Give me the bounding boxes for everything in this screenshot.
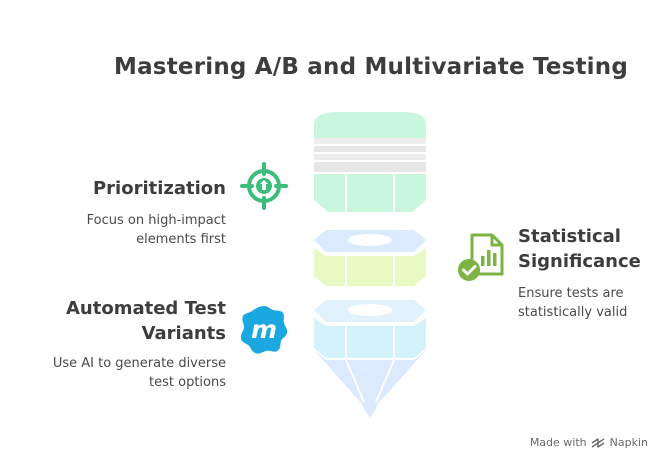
m-badge-icon: m [240, 306, 288, 354]
bottom-segment [314, 300, 426, 358]
automated-variants-description-line-2: test options [149, 375, 226, 390]
top-segment [314, 112, 426, 212]
m-badge-letter: m [251, 315, 277, 344]
statistical-significance-description-line-1: Ensure tests are [518, 286, 624, 301]
statistical-significance-heading: Statistical Significance [518, 224, 668, 274]
footer-made-with: Made with [529, 436, 587, 449]
footer-brand: Napkin [609, 436, 648, 449]
automated-variants-description-line-1: Use AI to generate diverse [52, 356, 226, 371]
prioritization-description-line-2: elements first [136, 232, 226, 247]
prioritization-heading: Prioritization [92, 178, 226, 199]
statistical-significance-description: Ensure tests are statistically valid [518, 284, 668, 322]
top-segment-ring-1 [314, 138, 426, 144]
crosshair-icon [240, 162, 288, 210]
automated-variants-heading-line-1: Automated Test [66, 298, 226, 319]
top-segment-ring-3 [314, 154, 426, 160]
tip-cone [314, 350, 426, 418]
statistical-significance-heading-line-2: Significance [518, 251, 641, 272]
prioritization-description: Focus on high-impact elements first [40, 211, 226, 249]
napkin-logo-icon [591, 438, 605, 448]
top-segment-ring-4 [314, 162, 426, 172]
top-segment-ring-2 [314, 146, 426, 152]
segmented-stack-diagram [314, 112, 426, 418]
automated-variants-heading: Automated Test Variants [20, 296, 226, 346]
document-check-icon [458, 233, 504, 281]
automated-variants-heading-line-2: Variants [141, 323, 226, 344]
automated-variants-description: Use AI to generate diverse test options [10, 354, 226, 392]
made-with-napkin-footer: Made with Napkin [530, 436, 648, 449]
middle-segment [314, 230, 426, 286]
page-title: Mastering A/B and Multivariate Testing [114, 54, 628, 80]
statistical-significance-heading-line-1: Statistical [518, 226, 621, 247]
statistical-significance-description-line-2: statistically valid [518, 305, 628, 320]
prioritization-description-line-1: Focus on high-impact [86, 213, 226, 228]
